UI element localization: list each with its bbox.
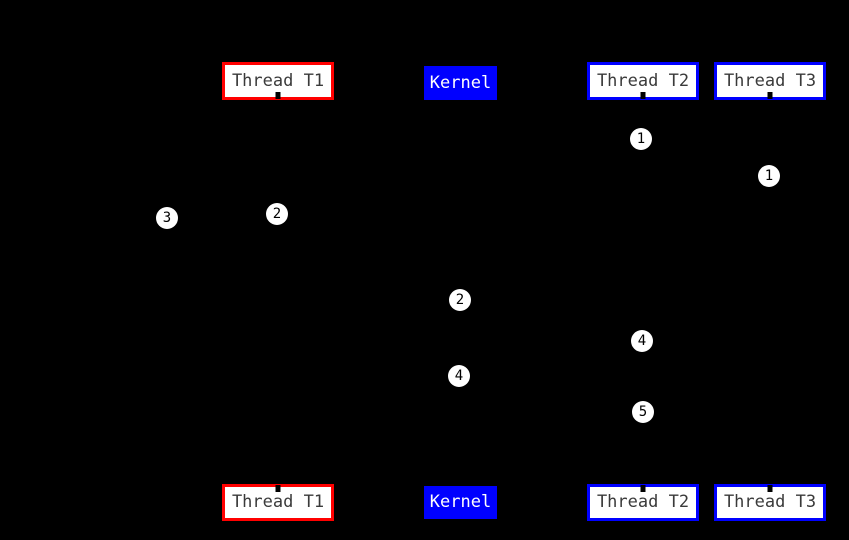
lifeline-stub: [275, 92, 281, 99]
node-thread-t1-bottom: Thread T1: [222, 484, 334, 521]
step-marker-label: 2: [272, 206, 282, 222]
step-marker-label: 2: [455, 292, 465, 308]
node-label: Thread T3: [723, 70, 817, 91]
node-label: Thread T1: [231, 492, 325, 512]
step-marker-label: 1: [636, 131, 646, 147]
step-marker-label: 4: [637, 333, 647, 349]
lifeline-stub: [767, 92, 773, 99]
step-marker-2: 2: [266, 203, 288, 225]
node-thread-t1-top: Thread T1: [222, 62, 334, 100]
node-kernel-top: Kernel: [424, 66, 497, 100]
lifeline-stub: [640, 485, 646, 492]
step-marker-label: 5: [638, 404, 648, 420]
lifeline-stub: [640, 92, 646, 99]
node-label: Thread T3: [723, 492, 817, 512]
step-marker-label: 1: [764, 168, 774, 184]
step-marker-3: 3: [156, 207, 178, 229]
step-marker-4: 4: [448, 365, 470, 387]
step-marker-2: 2: [449, 289, 471, 311]
lifeline-stub: [767, 485, 773, 492]
node-thread-t2-bottom: Thread T2: [587, 484, 699, 521]
node-label: Thread T2: [596, 492, 690, 512]
step-marker-1: 1: [630, 128, 652, 150]
step-marker-1: 1: [758, 165, 780, 187]
lifeline-stub: [275, 485, 281, 492]
step-marker-5: 5: [632, 401, 654, 423]
node-label: Kernel: [429, 72, 492, 93]
node-thread-t3-top: Thread T3: [714, 62, 826, 100]
node-label: Kernel: [429, 492, 492, 512]
node-thread-t2-top: Thread T2: [587, 62, 699, 100]
node-kernel-bottom: Kernel: [424, 486, 497, 519]
step-marker-4: 4: [631, 330, 653, 352]
step-marker-label: 4: [454, 368, 464, 384]
node-label: Thread T2: [596, 70, 690, 91]
node-thread-t3-bottom: Thread T3: [714, 484, 826, 521]
step-marker-label: 3: [162, 210, 172, 226]
node-label: Thread T1: [231, 70, 325, 91]
